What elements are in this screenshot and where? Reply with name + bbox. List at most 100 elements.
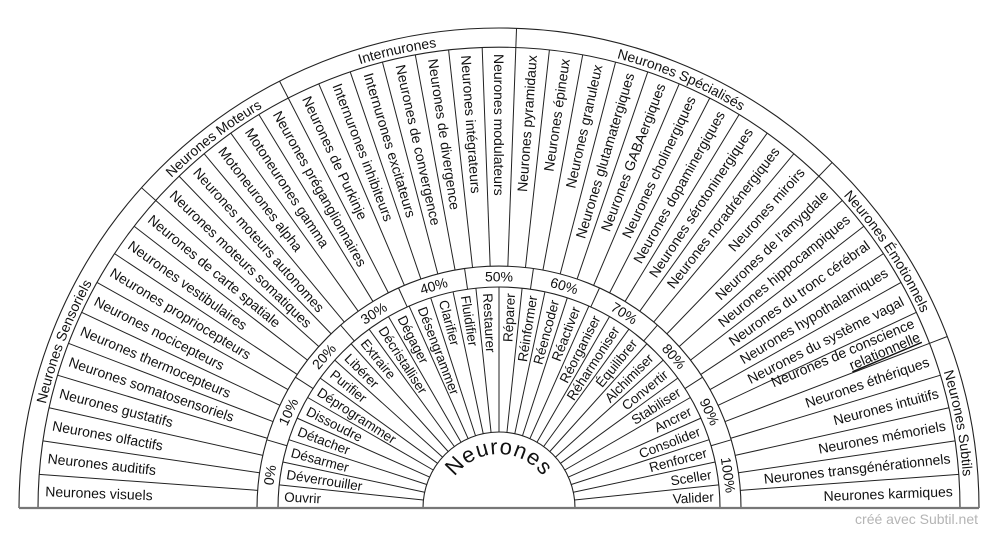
item-divider <box>81 311 281 406</box>
group-divider <box>515 28 518 48</box>
item-divider <box>738 440 956 474</box>
item-ring-edge <box>37 46 961 509</box>
item-divider <box>542 54 584 271</box>
item-divider <box>609 97 711 294</box>
percent-divider <box>643 324 658 342</box>
center-label-text: Neurones <box>440 434 558 480</box>
action-divider <box>571 439 710 485</box>
action-divider <box>549 343 648 452</box>
action-divider <box>573 461 716 493</box>
percent-divider <box>529 268 534 290</box>
chart-lines <box>18 27 980 510</box>
item-label-line: Neurones épineux <box>541 58 573 173</box>
group-divider <box>818 162 833 177</box>
action-divider <box>350 343 449 452</box>
item-divider <box>717 311 917 406</box>
item-divider <box>653 153 795 323</box>
action-divider <box>452 291 484 434</box>
action-divider <box>408 305 469 439</box>
percent-divider <box>266 439 288 447</box>
action-label-line: Ouvrir <box>284 489 322 506</box>
action-divider <box>536 316 610 443</box>
item-divider <box>68 342 274 423</box>
action-divider <box>430 297 476 436</box>
percent-label: 20% <box>309 341 339 373</box>
action-divider <box>475 288 492 433</box>
item-divider <box>559 61 617 274</box>
item-divider <box>287 97 389 294</box>
percent-label: 70% <box>608 299 640 328</box>
percent-label: 10% <box>275 396 301 428</box>
item-label-line: Neurones modulateurs <box>491 54 507 196</box>
item-divider <box>524 49 550 268</box>
item-label: Neurones visuels <box>45 483 153 503</box>
percent-divider <box>590 287 600 308</box>
item-divider <box>258 114 374 302</box>
percent-label: 50% <box>485 268 513 284</box>
action-label-line: Restaurer <box>480 293 498 353</box>
group-divider <box>929 336 948 344</box>
item-divider <box>114 253 298 375</box>
percent-label: 0% <box>260 464 279 486</box>
percent-divider <box>464 268 469 290</box>
item-divider <box>178 175 332 335</box>
action-divider <box>543 328 630 447</box>
item-divider <box>690 225 865 361</box>
item-divider <box>724 342 930 423</box>
item-label: Neurones auditifs <box>47 450 157 478</box>
action-divider <box>388 316 462 443</box>
action-divider <box>574 484 719 501</box>
item-divider <box>730 374 941 439</box>
action-divider <box>529 305 590 439</box>
item-divider <box>678 199 843 347</box>
item-divider <box>349 71 422 280</box>
action-label: Réparer <box>500 292 518 342</box>
percent-divider <box>295 376 314 389</box>
center-circle <box>422 431 576 509</box>
item-label: Neurones modulateurs <box>491 54 507 196</box>
item-divider <box>735 407 950 456</box>
group-divider <box>141 187 156 201</box>
item-divider <box>318 83 405 286</box>
action-divider <box>307 397 434 471</box>
action-divider <box>282 461 425 493</box>
footer-credit: créé avec Subtil.net <box>855 511 978 527</box>
item-divider <box>740 473 959 491</box>
percent-label: 60% <box>549 274 580 297</box>
action-label-line: Sceller <box>669 467 713 488</box>
action-divider <box>319 377 438 464</box>
action-divider <box>568 417 702 478</box>
outer-edge <box>18 27 980 509</box>
item-divider <box>414 54 456 271</box>
action-label-line: Valider <box>672 489 714 506</box>
action-label-line: Réparer <box>500 292 518 342</box>
item-divider <box>576 71 649 280</box>
percent-divider <box>710 439 732 447</box>
action-divider <box>555 359 664 458</box>
percent-ring-edge <box>256 265 742 509</box>
item-divider <box>96 281 289 390</box>
item-divider <box>507 47 517 267</box>
percent-label: 80% <box>659 341 689 373</box>
item-divider <box>709 281 902 390</box>
item-label-line: Neurones auditifs <box>47 450 157 478</box>
action-divider <box>564 397 691 471</box>
item-divider <box>42 440 260 474</box>
action-divider <box>296 417 430 478</box>
action-label: Valider <box>672 489 714 506</box>
item-divider <box>203 153 345 323</box>
action-label: Sceller <box>669 467 713 488</box>
item-divider <box>639 132 768 312</box>
item-label: Neurones karmiques <box>823 483 953 504</box>
action-divider <box>368 328 455 447</box>
item-divider <box>57 374 268 439</box>
percent-label: 90% <box>697 396 723 428</box>
action-divider <box>506 288 523 433</box>
item-divider <box>481 47 491 267</box>
item-label-line: Neurones karmiques <box>823 483 953 504</box>
percent-label: 40% <box>418 274 449 297</box>
action-divider <box>334 359 443 458</box>
action-divider <box>560 377 679 464</box>
item-divider <box>448 49 474 268</box>
action-label: Restaurer <box>480 293 498 353</box>
